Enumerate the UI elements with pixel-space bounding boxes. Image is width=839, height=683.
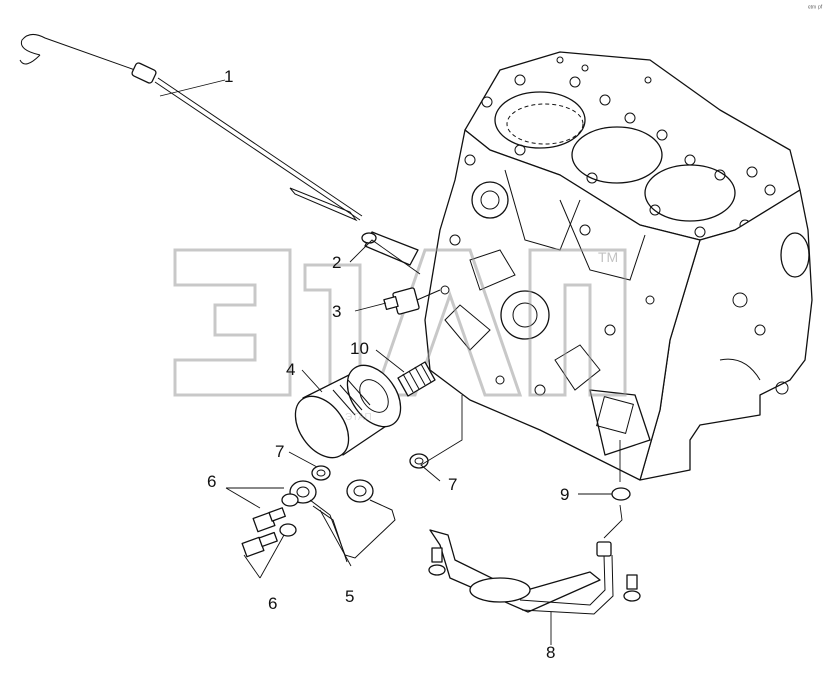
part-dipstick bbox=[19, 34, 363, 222]
part-banjo-bolt-a bbox=[252, 493, 299, 533]
callout-6-bottom: 6 bbox=[268, 594, 277, 613]
part-tube bbox=[361, 231, 419, 266]
callout-9: 9 bbox=[560, 485, 569, 504]
part-oil-filter bbox=[294, 364, 402, 459]
callout-2: 2 bbox=[332, 253, 341, 272]
part-washer-a bbox=[311, 465, 331, 481]
callout-3: 3 bbox=[332, 302, 341, 321]
part-pressure-switch bbox=[383, 287, 441, 315]
callout-7-right: 7 bbox=[448, 475, 457, 494]
callout-8: 8 bbox=[546, 643, 555, 662]
engine-block bbox=[424, 51, 813, 481]
strainer-bolt-left bbox=[428, 547, 446, 576]
part-oil-pipe bbox=[289, 479, 396, 563]
callout-4: 4 bbox=[286, 360, 295, 379]
watermark-text: ЭТАП bbox=[345, 412, 372, 423]
callout-10: 10 bbox=[350, 339, 369, 358]
strainer-bolt-right bbox=[623, 574, 641, 602]
part-threaded-nipple bbox=[397, 361, 436, 397]
callout-6-top: 6 bbox=[207, 472, 216, 491]
corner-mark: ᵉᵗᵐ ᵖᶠ bbox=[808, 5, 823, 12]
leader-lines bbox=[159, 79, 623, 645]
part-o-ring bbox=[611, 487, 631, 501]
part-oil-strainer bbox=[428, 529, 641, 615]
part-banjo-bolt-b bbox=[241, 523, 297, 558]
callouts: 1 2 3 4 5 6 6 7 7 8 9 10 bbox=[207, 67, 569, 662]
watermark-tm: TM bbox=[598, 249, 618, 265]
callout-7-left: 7 bbox=[275, 442, 284, 461]
callout-1: 1 bbox=[224, 67, 233, 86]
part-washer-b bbox=[409, 453, 429, 469]
callout-5: 5 bbox=[345, 587, 354, 606]
